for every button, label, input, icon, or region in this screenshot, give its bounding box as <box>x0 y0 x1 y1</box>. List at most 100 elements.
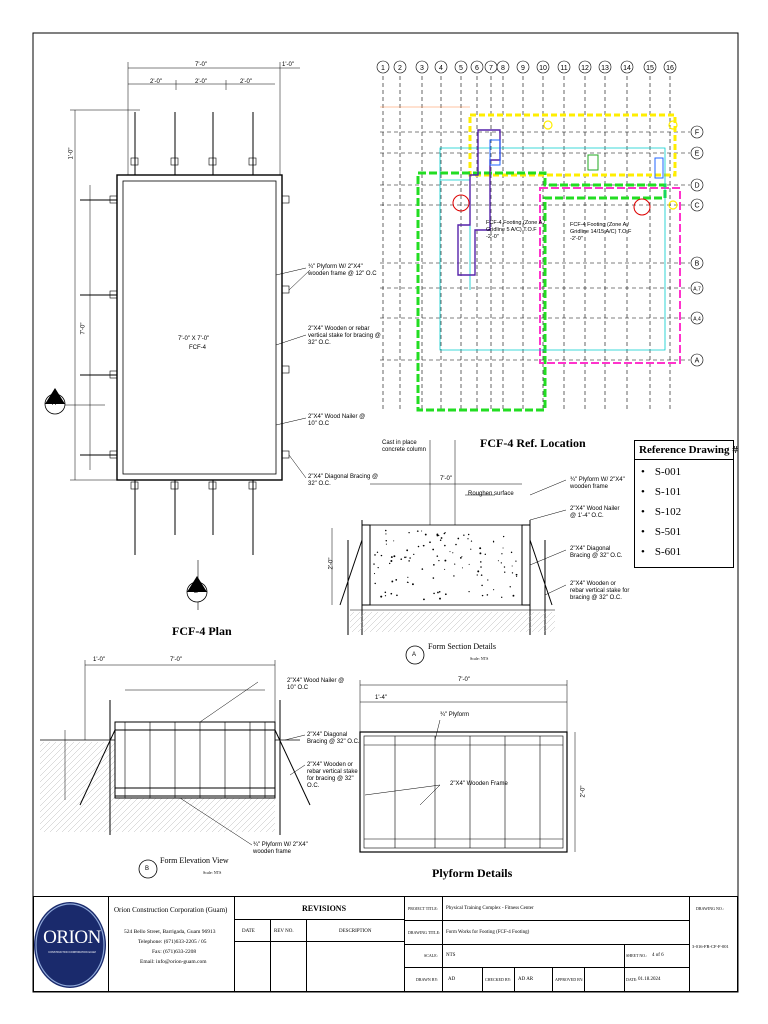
date-label: DATE: <box>626 977 638 982</box>
section-note-column: Cast in place concrete column <box>382 440 427 453</box>
concrete-speckle-dot <box>463 534 465 536</box>
col-date: DATE <box>242 929 255 934</box>
grid-letter-label: E <box>695 151 700 158</box>
grid-number-label: 4 <box>439 65 443 72</box>
grid-number-bubble <box>516 60 530 74</box>
drawing-title-value: Form Works for Footing (FCF-4 Footing) <box>446 930 530 935</box>
grid-number-bubble <box>643 60 657 74</box>
concrete-speckle-dot <box>449 551 451 553</box>
plan-dim-top: 7'-0" <box>195 62 207 68</box>
concrete-speckle-dot <box>406 581 409 583</box>
company-name: Orion Construction Corporation (Guam) <box>114 906 228 914</box>
concrete-speckle-dot <box>412 583 414 586</box>
drawn-by-label: DRAWN BY: <box>416 977 439 982</box>
concrete-speckle-dot <box>424 533 427 536</box>
grid-number-label: 1 <box>381 65 385 72</box>
plyform-title: Plyform Details <box>432 866 513 880</box>
section-note-plyform: ¾" Plyform W/ 2"X4" wooden frame <box>570 477 625 490</box>
plan-center-label-1: 7'-0" X 7'-0" <box>178 336 210 342</box>
concrete-speckle-dot <box>484 553 486 555</box>
concrete-speckle-dot <box>467 538 469 540</box>
concrete-speckle-dot <box>504 571 506 573</box>
concrete-speckle-dot <box>438 534 440 537</box>
grid-number-label: 2 <box>398 65 402 72</box>
plan-dim-sub-1: 2'-0" <box>150 79 162 85</box>
concrete-speckle-dot <box>512 594 515 597</box>
reference-item: S-501 <box>641 522 727 542</box>
sheet-no-value: 4 of 6 <box>652 953 664 958</box>
concrete-speckle-dot <box>440 537 443 539</box>
concrete-speckle-dot <box>454 563 456 565</box>
concrete-speckle-dot <box>515 560 517 562</box>
concrete-speckle-dot <box>374 554 376 556</box>
concrete-speckle-dot <box>515 573 518 576</box>
plan-note-bracing: 2"X4" Diagonal Bracing @ 32" O.C. <box>308 474 379 487</box>
concrete-speckle-dot <box>502 535 505 538</box>
location-plan <box>380 76 690 412</box>
grid-number-bubble <box>663 60 677 74</box>
concrete-speckle-dot <box>453 575 455 577</box>
elevation-bubble-label: B <box>145 866 150 872</box>
concrete-speckle-dot <box>373 573 376 575</box>
grid-number-bubble <box>470 60 484 74</box>
scale-label: SCALE: <box>424 953 438 958</box>
section-scale: Scale: NTS <box>470 656 489 661</box>
concrete-speckle-dot <box>457 537 460 540</box>
grid-number-bubble <box>578 60 592 74</box>
concrete-speckle-dot <box>510 551 513 554</box>
reference-item: S-101 <box>641 482 727 502</box>
checked-by-value: AD AR <box>518 977 534 982</box>
col-description: DESCRIPTION <box>339 929 372 934</box>
drawing-no-value: 3-016-FR-CF-F-001 <box>692 944 729 949</box>
project-title-value: Physical Training Complex - Fitness Cent… <box>446 906 534 911</box>
concrete-speckle-dot <box>390 556 393 559</box>
grid-number-bubble <box>376 60 390 74</box>
concrete-speckle-dot <box>511 572 514 574</box>
grid-letter-bubble <box>690 353 704 367</box>
concrete-speckle-dot <box>421 568 424 570</box>
plan-note-nailer: 2"X4" Wood Nailer @ 10" O.C <box>308 414 366 427</box>
concrete-speckle-dot <box>439 597 441 600</box>
reference-item: S-601 <box>641 542 727 562</box>
drawing-no-label: DRAWING NO.: <box>696 906 724 911</box>
grid-letter-bubble <box>690 125 704 139</box>
grid-number-label: 9 <box>521 65 525 72</box>
concrete-speckle-dot <box>481 594 484 597</box>
concrete-speckle-dot <box>501 596 503 598</box>
concrete-speckle-dot <box>384 591 387 594</box>
concrete-speckle-dot <box>480 566 482 568</box>
concrete-speckle-dot <box>470 548 472 550</box>
plan-dim-left-top: 1'-0" <box>68 147 75 160</box>
soil-hatch <box>350 612 555 632</box>
concrete-speckle-dot <box>408 560 410 562</box>
concrete-speckle-dot <box>436 533 439 536</box>
plan-dim-sub-3: 2'-0" <box>240 79 252 85</box>
elevation-view <box>40 660 311 846</box>
grid-letter-label: F <box>695 130 699 137</box>
grid-number-label: 14 <box>623 65 631 72</box>
plyform-dim-top: 7'-0" <box>458 677 470 683</box>
company-fax: Fax: (671)633-2208 <box>152 949 197 955</box>
concrete-speckle-dot <box>416 530 419 532</box>
concrete-speckle-dot <box>487 579 489 581</box>
grid-number-label: 5 <box>459 65 463 72</box>
concrete-speckle-dot <box>468 590 470 593</box>
concrete-speckle-dot <box>421 530 423 532</box>
grid-letter-label: A.4 <box>693 317 701 323</box>
company-telephone: Telephone: (671)633-2205 / 05 <box>138 939 207 945</box>
drawing-title-label: DRAWING TITLE: <box>408 930 441 935</box>
concrete-speckle-dot <box>444 532 446 534</box>
section-title: Form Section Details <box>428 642 496 651</box>
elevation-note-nailer: 2"X4" Wood Nailer @ 10" O.C <box>287 678 345 691</box>
concrete-speckle-dot <box>502 547 504 549</box>
concrete-speckle <box>373 529 518 601</box>
orion-logo-ring <box>35 903 105 987</box>
grid-number-label: 7 <box>489 65 493 72</box>
plyform-note-plyform: ¾" Plyform <box>440 712 470 718</box>
concrete-speckle-dot <box>395 579 398 581</box>
concrete-speckle-dot <box>374 582 376 585</box>
section-note-bracing: 2"X4" Diagonal Bracing @ 32" O.C. <box>570 546 623 559</box>
concrete-speckle-dot <box>481 584 483 587</box>
orion-logo-mark <box>34 902 106 988</box>
